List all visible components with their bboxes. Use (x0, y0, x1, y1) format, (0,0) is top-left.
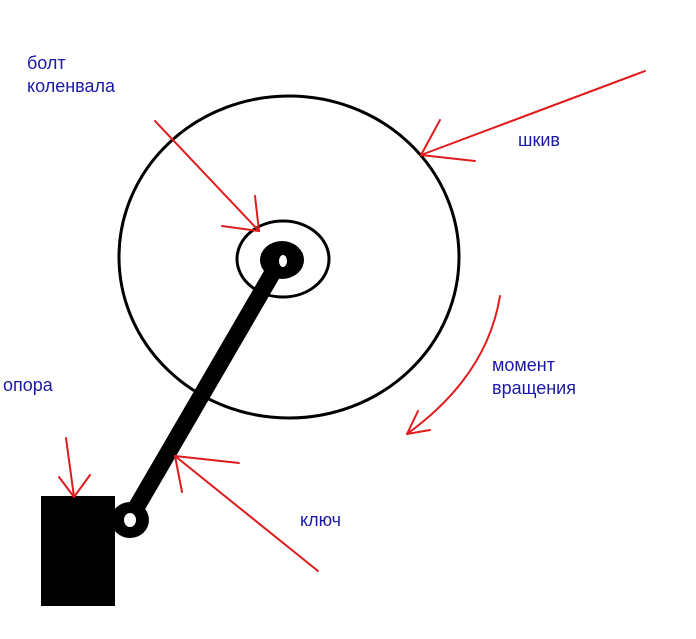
torque-label-line2: вращения (492, 378, 576, 398)
wrench-end-hole (124, 513, 136, 527)
crank-bolt-label-line1: болт (27, 53, 66, 73)
support-label: опора (3, 375, 53, 395)
wrench-handle (120, 253, 288, 529)
support-block (41, 496, 115, 606)
pulley-arrow (420, 70, 646, 162)
wrench-label: ключ (300, 510, 342, 530)
torque-label: момент вращения (492, 354, 576, 400)
crank-bolt-label-line2: коленвала (27, 76, 116, 96)
support-arrow (58, 437, 91, 498)
wrench-arrow (174, 455, 319, 572)
crank-bolt-label: болт коленвала (27, 52, 115, 98)
pulley-circle (117, 94, 461, 420)
pulley-label: шкив (518, 130, 560, 150)
crank-bolt (279, 255, 287, 267)
torque-label-line1: момент (492, 355, 555, 375)
crank-bolt-washer (235, 219, 331, 299)
torque-arrow (406, 295, 501, 435)
crank-bolt-arrow (154, 120, 260, 232)
